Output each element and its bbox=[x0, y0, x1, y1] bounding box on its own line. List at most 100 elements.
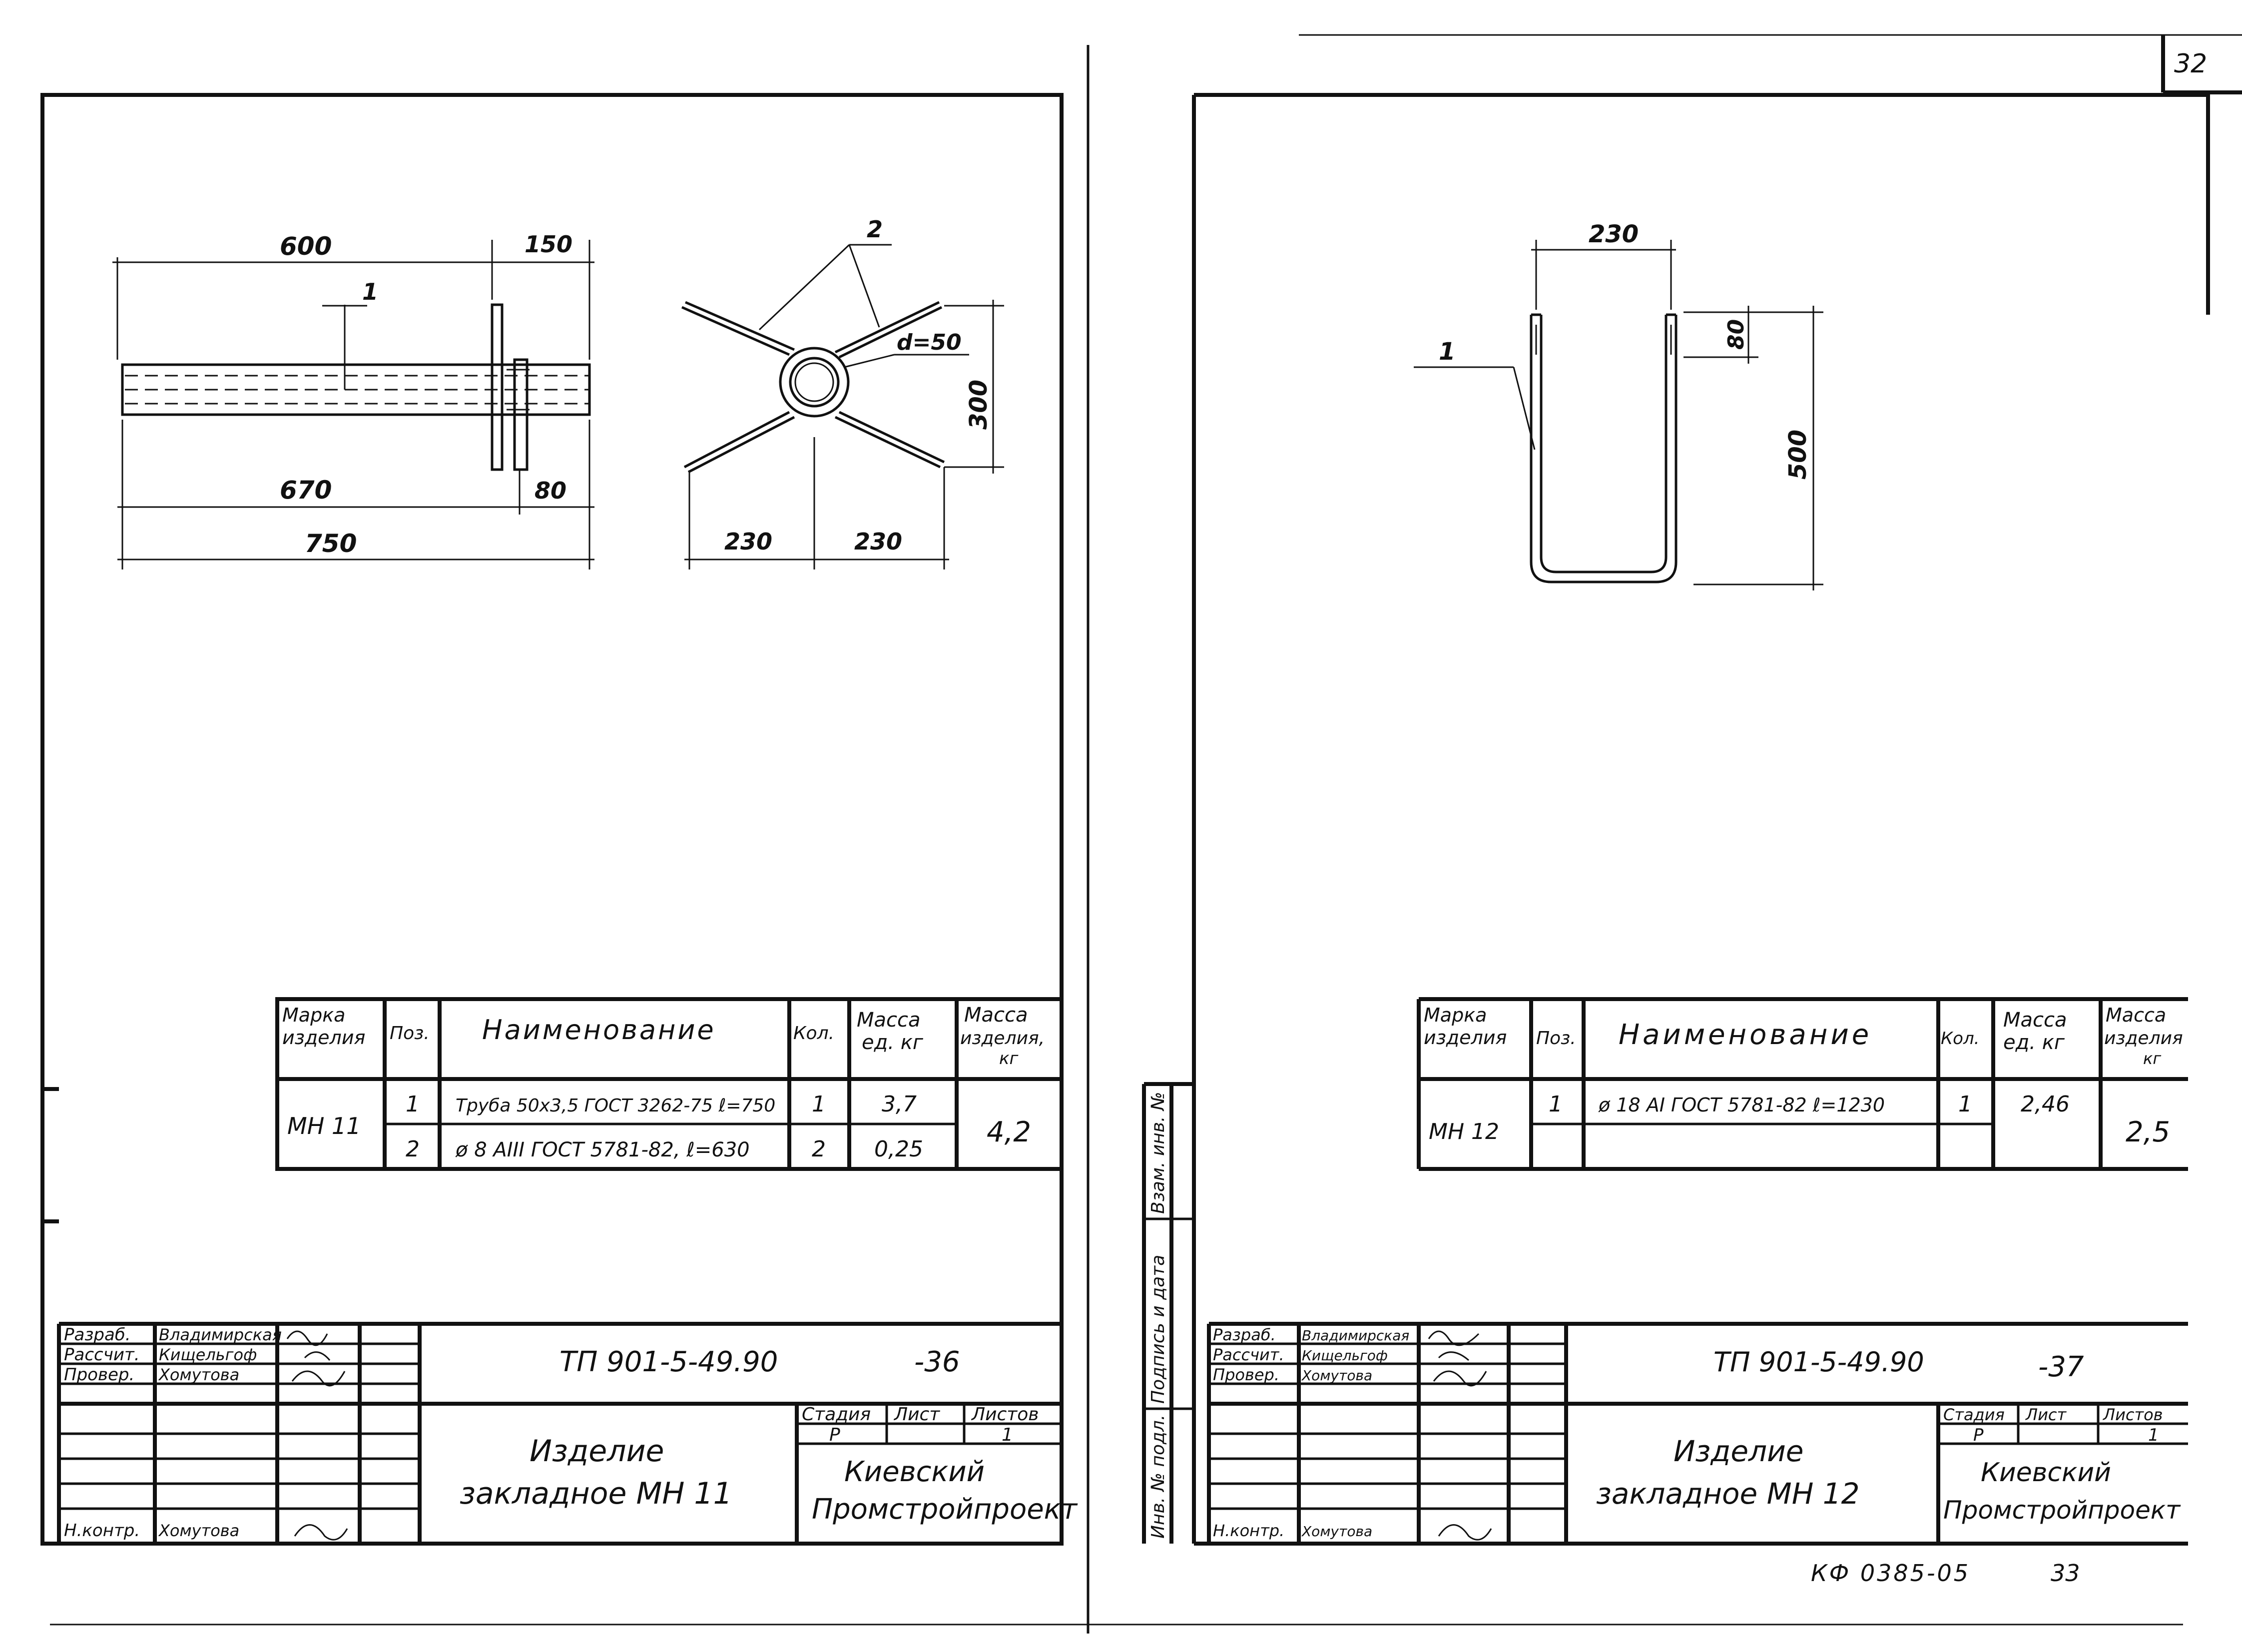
spec-row1-pos: 1 bbox=[406, 1092, 420, 1117]
tb-code: ТП 901-5-49.90 bbox=[560, 1346, 778, 1378]
dim-670: 670 bbox=[280, 476, 332, 505]
tb-title-2: закладное МН 11 bbox=[460, 1476, 732, 1511]
tb-sheets: 1 bbox=[1002, 1425, 1013, 1445]
u-bar-outer bbox=[1530, 315, 1678, 583]
tb-role-1: Разраб. bbox=[1213, 1325, 1276, 1344]
mh11-title-block: Разраб. Рассчит. Провер. Н.контр. Владим… bbox=[57, 1322, 1078, 1544]
tb-sheets-label: Листов bbox=[971, 1404, 1039, 1425]
footer-code: КФ 0385-05 bbox=[1811, 1560, 1970, 1587]
tb-name-4: Хомутова bbox=[1301, 1523, 1372, 1540]
hdr-item-mass-3: кг bbox=[999, 1049, 1019, 1069]
tb-title-1: Изделие bbox=[1674, 1434, 1803, 1468]
spec-row1-qty: 1 bbox=[1958, 1092, 1972, 1117]
tb-title-1: Изделие bbox=[530, 1434, 664, 1469]
tb-org-2: Промстройпроект bbox=[1943, 1496, 2181, 1525]
tb-name-2: Кищельгоф bbox=[1302, 1347, 1388, 1364]
tb-stage: Р bbox=[829, 1425, 840, 1445]
tb-sheet-no: -36 bbox=[914, 1346, 960, 1378]
hdr-unit-mass-1: Масса bbox=[857, 1009, 921, 1032]
tb-role-2: Рассчит. bbox=[1213, 1345, 1284, 1364]
callout-pos-1: 1 bbox=[362, 278, 378, 305]
mh11-front-view: 600 150 1 670 80 750 bbox=[112, 231, 594, 569]
tb-sheets-label: Листов bbox=[2103, 1405, 2163, 1424]
mh11-spec-table: Марка изделия Поз. Наименование Кол. Мас… bbox=[275, 997, 1064, 1171]
bar-arm-lower-left bbox=[683, 411, 795, 474]
tb-stage: Р bbox=[1973, 1425, 1984, 1445]
tb-org-1: Киевский bbox=[844, 1456, 985, 1488]
mh12-u-bar: 230 80 500 1 bbox=[1414, 220, 1823, 590]
callout-pos-2: 2 bbox=[867, 216, 883, 243]
stamp-signature-date: Подпись и дата bbox=[1148, 1255, 1168, 1404]
tb-title-2: закладное МН 12 bbox=[1596, 1477, 1860, 1511]
hdr-unit-mass-1: Масса bbox=[2003, 1009, 2067, 1032]
hdr-item-mass-1: Масса bbox=[964, 1004, 1028, 1027]
tb-name-2: Кищельгоф bbox=[159, 1345, 257, 1364]
spec-row1-name: ø 18 AI ГОСТ 5781-82 ℓ=1230 bbox=[1598, 1094, 1885, 1116]
dim-300: 300 bbox=[965, 380, 993, 430]
spec-row1-mass: 2,46 bbox=[2021, 1092, 2070, 1117]
spec-row1-pos: 1 bbox=[1549, 1092, 1563, 1117]
dim-230-left: 230 bbox=[724, 528, 772, 555]
hdr-mark-1: Марка bbox=[1424, 1004, 1487, 1026]
tb-stage-label: Стадия bbox=[1943, 1405, 2005, 1424]
spec-row2-name: ø 8 AIII ГОСТ 5781-82, ℓ=630 bbox=[455, 1138, 750, 1161]
tb-name-4: Хомутова bbox=[158, 1521, 239, 1540]
tb-role-3: Провер. bbox=[64, 1365, 134, 1385]
hdr-name: Наименование bbox=[1619, 1019, 1872, 1051]
bar-arm-lower-right bbox=[834, 411, 945, 469]
spec-mark: МН 11 bbox=[287, 1112, 361, 1139]
spec-total-mass: 2,5 bbox=[2126, 1116, 2170, 1148]
spec-row1-mass: 3,7 bbox=[882, 1092, 917, 1117]
stamp-replace-inv: Взам. инв. № bbox=[1148, 1092, 1168, 1214]
hdr-qty: Кол. bbox=[1941, 1029, 1979, 1049]
signatures bbox=[286, 1330, 348, 1541]
hdr-unit-mass-2: ед. кг bbox=[862, 1031, 924, 1054]
dim-600: 600 bbox=[280, 232, 332, 261]
tb-role-3: Провер. bbox=[1213, 1365, 1279, 1384]
pipe-section-outer bbox=[779, 347, 850, 418]
signatures bbox=[1428, 1330, 1492, 1541]
bar-collar bbox=[513, 358, 529, 471]
spec-total-mass: 4,2 bbox=[987, 1116, 1031, 1148]
tb-name-1: Владимирская bbox=[159, 1325, 282, 1344]
tb-role-4: Н.контр. bbox=[1213, 1521, 1284, 1540]
bar-vertical bbox=[491, 303, 504, 471]
bar-arm-upper-right bbox=[834, 301, 943, 359]
tb-role-2: Рассчит. bbox=[64, 1345, 140, 1365]
spec-row2-mass: 0,25 bbox=[874, 1136, 923, 1162]
right-sheet: Инв. № подл. Подпись и дата Взам. инв. №… bbox=[1142, 93, 2208, 1587]
hdr-pos: Поз. bbox=[390, 1023, 430, 1044]
footer-number: 33 bbox=[2051, 1560, 2080, 1587]
tb-sheet-no: -37 bbox=[2038, 1351, 2084, 1383]
hdr-pos: Поз. bbox=[1536, 1028, 1576, 1049]
tb-stage-label: Стадия bbox=[802, 1404, 871, 1425]
dim-750: 750 bbox=[305, 529, 357, 558]
hdr-item-mass-1: Масса bbox=[2106, 1004, 2166, 1026]
pipe-section-inner bbox=[789, 357, 840, 408]
tb-sheet-label: Лист bbox=[2025, 1405, 2067, 1424]
hdr-item-mass-3: кг bbox=[2143, 1049, 2161, 1068]
spec-mark: МН 12 bbox=[1429, 1119, 1499, 1144]
tb-role-4: Н.контр. bbox=[64, 1521, 140, 1541]
stamp-inv-no: Инв. № подл. bbox=[1148, 1415, 1168, 1539]
spec-row1-name: Труба 50x3,5 ГОСТ 3262-75 ℓ=750 bbox=[456, 1096, 775, 1116]
tb-code: ТП 901-5-49.90 bbox=[1713, 1346, 1924, 1378]
mh11-side-view: 2 d=50 300 230 230 bbox=[681, 216, 1004, 569]
hdr-unit-mass-2: ед. кг bbox=[2003, 1031, 2065, 1054]
mh12-title-block: Разраб. Рассчит. Провер. Н.контр. Владим… bbox=[1207, 1322, 2188, 1544]
hdr-mark-2: изделия bbox=[1424, 1027, 1507, 1049]
dim-500: 500 bbox=[1784, 430, 1812, 480]
tb-name-3: Хомутова bbox=[158, 1365, 239, 1384]
dim-80: 80 bbox=[535, 477, 566, 504]
spec-row2-qty: 2 bbox=[812, 1136, 826, 1162]
dim-pipe-diameter: d=50 bbox=[897, 330, 962, 355]
spec-row2-pos: 2 bbox=[406, 1136, 420, 1162]
dim-150: 150 bbox=[525, 231, 572, 258]
spec-row1-qty: 1 bbox=[812, 1092, 826, 1117]
page-number: 32 bbox=[2174, 49, 2207, 79]
left-sheet: 600 150 1 670 80 750 bbox=[40, 93, 1078, 1546]
tb-name-1: Владимирская bbox=[1302, 1327, 1409, 1344]
hdr-item-mass-2: изделия, bbox=[960, 1028, 1045, 1049]
dim-230: 230 bbox=[1589, 220, 1639, 248]
